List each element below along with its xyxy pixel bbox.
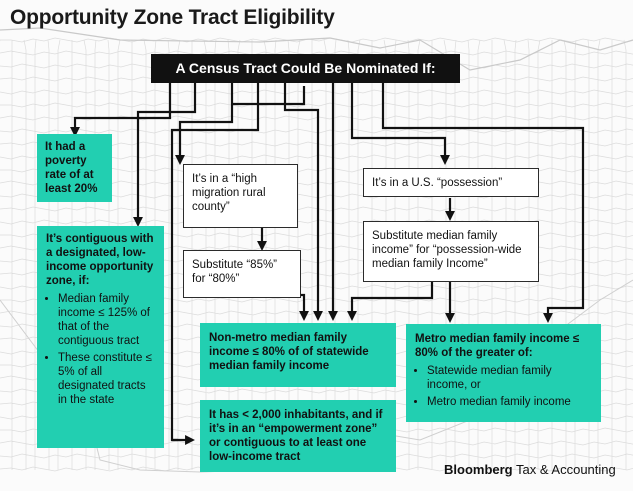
contiguous-box: It’s contiguous with a designated, low-i… — [37, 226, 164, 448]
publisher-division: Tax & Accounting — [516, 462, 616, 477]
connector-poverty — [70, 83, 172, 137]
connector-possession — [350, 83, 450, 165]
metro-bullet: Metro median family income — [427, 395, 592, 409]
poverty-rate-text: It had a poverty rate of at least 20% — [45, 141, 98, 195]
connector-median-nonmetro — [347, 282, 434, 321]
metro-box: Metro median family income ≤ 80% of the … — [406, 324, 601, 422]
connector-nonmetro-direct — [283, 83, 323, 321]
substitute-85-box: Substitute “85%” for “80%” — [183, 250, 301, 298]
contiguous-bullet: Median family income ≤ 125% of that of t… — [58, 292, 155, 348]
metro-bullet: Statewide median family income, or — [427, 364, 592, 392]
connector-rural — [175, 83, 234, 165]
contiguous-text: It’s contiguous with a designated, low-i… — [46, 233, 154, 287]
metro-text: Metro median family income ≤ 80% of the … — [415, 333, 580, 359]
publisher-credit: Bloomberg Tax & Accounting — [444, 462, 616, 477]
substitute-median-text: Substitute median family income” for “po… — [372, 230, 522, 270]
contiguous-bullet: These constitute ≤ 5% of all designated … — [58, 351, 155, 407]
nonmetro-text: Non-metro median family income ≤ 80% of … — [209, 332, 369, 372]
metro-bullets: Statewide median family income, or Metro… — [415, 364, 592, 409]
substitute-median-box: Substitute median family income” for “po… — [363, 221, 539, 282]
connector-nonmetro-inhabitants — [232, 86, 306, 106]
poverty-rate-box: It had a poverty rate of at least 20% — [37, 134, 112, 202]
possession-box: It’s in a U.S. “possession” — [363, 168, 539, 197]
substitute-85-text: Substitute “85%” for “80%” — [192, 259, 278, 285]
inhabitants-box: It has < 2,000 inhabitants, and if it’s … — [200, 400, 396, 472]
rural-county-box: It’s in a “high migration rural county” — [183, 164, 298, 228]
connector-metro — [381, 83, 585, 323]
header-banner: A Census Tract Could Be Nominated If: — [151, 54, 460, 83]
inhabitants-text: It has < 2,000 inhabitants, and if it’s … — [209, 409, 383, 463]
publisher-brand: Bloomberg — [444, 462, 513, 477]
connector-contiguous — [133, 83, 197, 227]
page-title: Opportunity Zone Tract Eligibility — [10, 6, 335, 29]
contiguous-bullets: Median family income ≤ 125% of that of t… — [46, 292, 155, 407]
nonmetro-box: Non-metro median family income ≤ 80% of … — [200, 323, 396, 387]
possession-text: It’s in a U.S. “possession” — [372, 177, 503, 189]
connector-inhabitants-main — [170, 83, 260, 445]
rural-county-text: It’s in a “high migration rural county” — [192, 173, 266, 213]
